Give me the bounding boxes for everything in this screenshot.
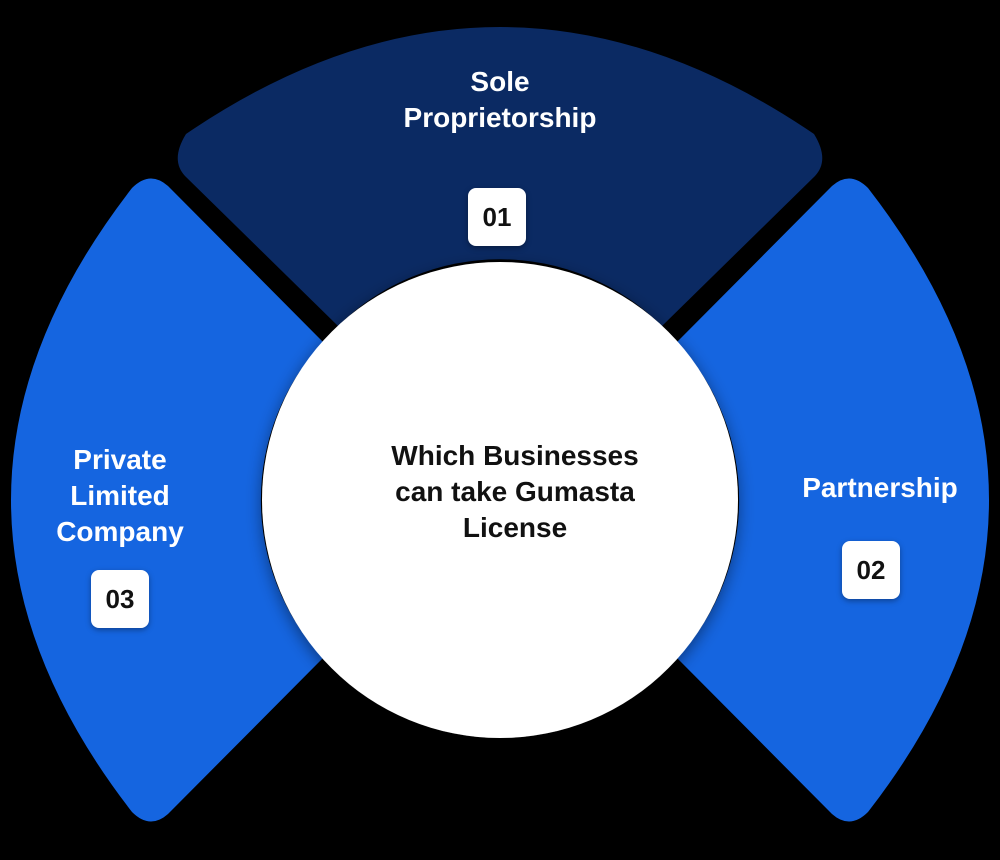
badge-02: 02 bbox=[842, 541, 900, 599]
label-line: Private bbox=[73, 444, 167, 475]
center-title: Which Businesses can take Gumasta Licens… bbox=[350, 438, 680, 546]
center-title-line: License bbox=[462, 512, 568, 543]
segment-label-private-limited-company: Private Limited Company bbox=[20, 442, 220, 550]
segment-sole-proprietorship bbox=[177, 27, 823, 326]
segment-label-partnership: Partnership bbox=[770, 470, 990, 506]
badge-01: 01 bbox=[468, 188, 526, 246]
label-line: Partnership bbox=[802, 472, 958, 503]
badge-03: 03 bbox=[91, 570, 149, 628]
segment-partnership bbox=[677, 178, 989, 822]
label-line: Sole bbox=[470, 66, 530, 97]
label-line: Proprietorship bbox=[403, 102, 597, 133]
center-circle bbox=[262, 262, 738, 738]
center-title-line: Which Businesses bbox=[391, 440, 639, 471]
segment-private-limited-company bbox=[11, 178, 323, 822]
label-line: Company bbox=[56, 516, 184, 547]
segment-label-sole-proprietorship: Sole Proprietorship bbox=[360, 64, 640, 136]
center-title-line: can take Gumasta bbox=[395, 476, 635, 507]
label-line: Limited bbox=[70, 480, 170, 511]
